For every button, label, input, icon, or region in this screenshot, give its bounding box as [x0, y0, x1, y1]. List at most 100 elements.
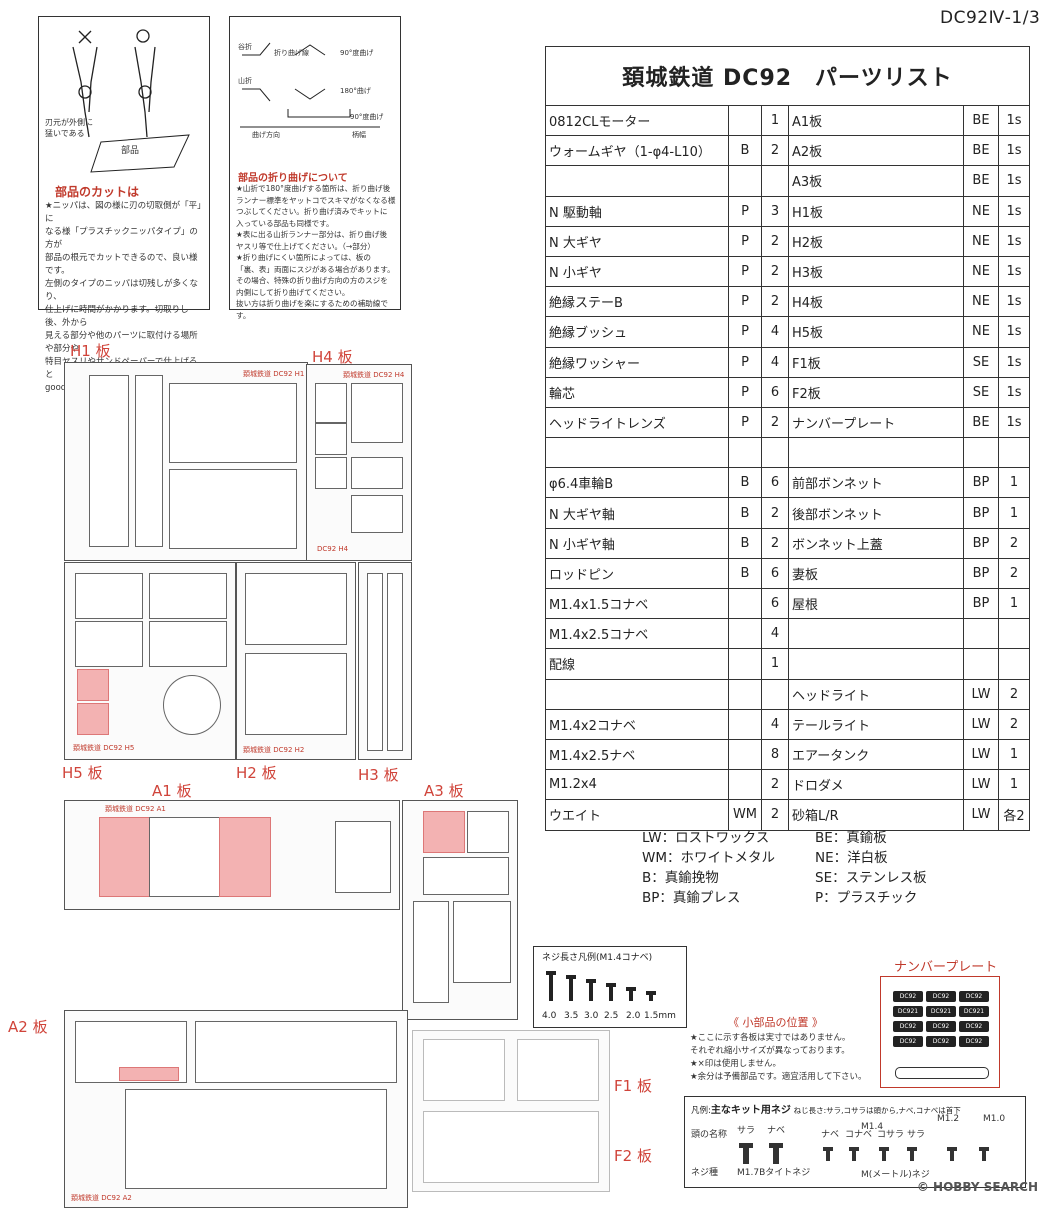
left-part-qty: 2	[761, 799, 789, 831]
left-part-material: B	[728, 527, 762, 559]
right-part-name: H5板	[788, 316, 964, 348]
left-part-qty: 2	[761, 255, 789, 288]
left-part-material	[728, 708, 762, 740]
number-plate-title: ナンバープレート	[894, 960, 998, 975]
page-code: DC92Ⅳ-1/3	[940, 8, 1041, 28]
left-part-material: B	[728, 557, 762, 590]
left-part-qty: 2	[761, 497, 789, 529]
number-plate: DC92	[926, 991, 956, 1002]
right-part-material: BP	[963, 467, 999, 499]
right-part-qty	[998, 437, 1030, 469]
left-part-material: B	[728, 497, 762, 529]
screw-guide-header: 凡例:主なキット用ネジ ねじ長さ:サラ,コサラは頭から,ナベ,コナベは首下	[691, 1101, 961, 1116]
left-part-material: P	[728, 316, 762, 348]
right-part-material: BE	[963, 165, 999, 197]
right-part-name: ボンネット上蓋	[788, 527, 964, 559]
etched-part	[163, 675, 221, 735]
left-part-qty: 8	[761, 738, 789, 771]
sheet-h3	[358, 562, 412, 760]
right-part-material: BE	[963, 104, 999, 137]
screw-right-name: ナベ	[821, 1130, 840, 1140]
left-part-qty: 6	[761, 467, 789, 499]
right-part-material: NE	[963, 286, 999, 318]
right-part-name	[788, 618, 964, 650]
left-part-material: P	[728, 286, 762, 318]
right-part-material: LW	[963, 678, 999, 710]
screw-head-name-label: 頭の名称	[691, 1130, 728, 1140]
small-parts-note: 《 小部品の位置 》 ★ここに示す各板は実寸ではありません。 それぞれ縮小サイズ…	[688, 1012, 878, 1092]
number-plate: DC921	[926, 1006, 956, 1017]
right-part-material: LW	[963, 799, 999, 831]
small-parts-title: 《 小部品の位置 》	[728, 1016, 823, 1029]
screw-type-label: ネジ種	[691, 1168, 719, 1178]
number-plate: DC92	[959, 991, 989, 1002]
etched-part	[351, 383, 403, 443]
etched-part	[315, 383, 347, 423]
right-part-name: H1板	[788, 195, 964, 227]
right-part-material: BP	[963, 497, 999, 529]
material-legend-right: BE：真鍮板 NE：洋白板 SE：ステンレス板 P：プラスチック	[815, 828, 927, 908]
etched-part	[149, 817, 221, 897]
etched-part	[149, 573, 227, 619]
screw-length-label: 1.5mm	[644, 1011, 676, 1021]
left-part-material: B	[728, 467, 762, 499]
left-part-name: φ6.4車輪B	[545, 467, 729, 499]
screw-samples-graphic	[546, 971, 656, 1001]
right-part-qty	[998, 618, 1030, 650]
parts-title-row: 頚城鉄道 DC92 パーツリスト	[545, 46, 1030, 106]
left-part-material	[728, 678, 762, 710]
watermark: © HOBBY SEARCH	[916, 1180, 1038, 1194]
legend-item: B：真鍮挽物	[642, 870, 719, 886]
etched-part	[413, 901, 449, 1003]
right-part-material: NE	[963, 316, 999, 348]
good-nipper-icon	[134, 29, 156, 138]
left-part-material: P	[728, 376, 762, 408]
left-part-qty: 2	[761, 527, 789, 559]
right-part-qty: 1	[998, 769, 1030, 801]
left-part-qty	[761, 678, 789, 710]
left-part-qty: 6	[761, 587, 789, 620]
fold-label-valley: 谷折	[238, 43, 252, 51]
screw-length-sample: ネジ長さ凡例(M1.4コナベ) 4.0 3.5 3.0 2.5 2.0 1.5m…	[533, 946, 687, 1028]
left-part-name: N 小ギヤ	[545, 255, 729, 288]
right-part-material: BE	[963, 135, 999, 167]
left-part-material	[728, 437, 762, 469]
right-part-name: ヘッドライト	[788, 678, 964, 710]
right-part-material: BP	[963, 587, 999, 620]
right-part-name: エアータンク	[788, 738, 964, 771]
left-part-qty	[761, 437, 789, 469]
right-part-name: 妻板	[788, 557, 964, 590]
left-part-name: 0812CLモーター	[545, 104, 729, 137]
etched-part	[149, 621, 227, 667]
sheet-a1: 頚城鉄道 DC92 A1	[64, 800, 400, 910]
left-part-name: N 大ギヤ	[545, 225, 729, 257]
left-part-qty: 2	[761, 286, 789, 318]
right-part-material	[963, 648, 999, 680]
fold-instructions-box: 谷折 山折 折り曲げ線 90°度曲げ 180°曲げ 90°度曲げ 曲げ方向 柄幅…	[229, 16, 401, 320]
right-part-name: 屋根	[788, 587, 964, 620]
sheet-stamp-h2: 頚城鉄道 DC92 H2	[243, 746, 305, 754]
fold-instructions-text: ★山折で180°度曲げする箇所は、折り曲げ後 ランナー標準をヤットコでスキマがな…	[236, 184, 396, 320]
number-plate: DC92	[893, 1021, 923, 1032]
screw-right-name: コナベ	[845, 1130, 873, 1140]
sheet-label-a1: A1 板	[152, 782, 192, 800]
left-part-name	[545, 165, 729, 197]
fold-label-direction: 曲げ方向	[252, 131, 280, 139]
right-part-name: 砂箱L/R	[788, 799, 964, 831]
right-part-name: テールライト	[788, 708, 964, 740]
etched-part	[423, 1111, 599, 1183]
etched-part-highlight	[77, 669, 109, 701]
left-part-material	[728, 587, 762, 620]
sheet-label-a2: A2 板	[8, 1018, 48, 1036]
etched-part	[135, 375, 163, 547]
etched-part-highlight	[77, 703, 109, 735]
etched-part-highlight	[119, 1067, 179, 1081]
right-part-material: NE	[963, 225, 999, 257]
